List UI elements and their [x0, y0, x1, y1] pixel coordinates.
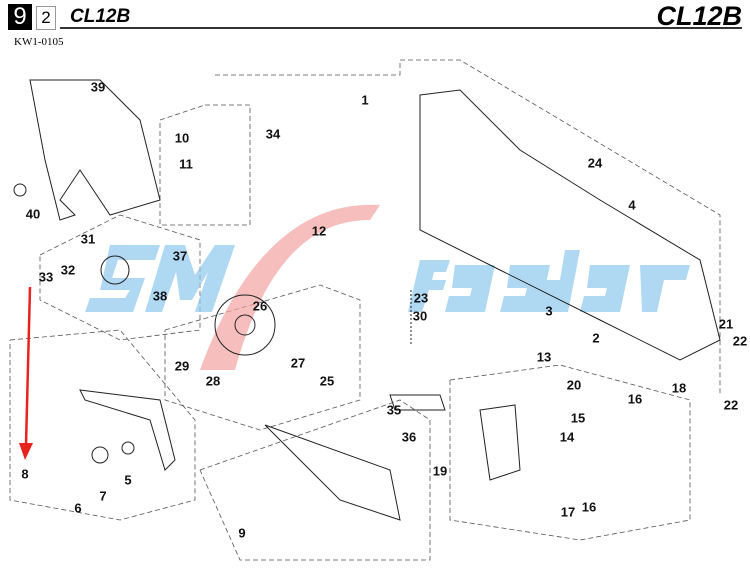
callout-part-34[interactable]: 34 — [265, 126, 281, 142]
part-40-pin — [13, 183, 27, 197]
callout-part-2[interactable]: 2 — [592, 330, 600, 346]
callout-part-21[interactable]: 21 — [718, 316, 734, 332]
callout-part-40[interactable]: 40 — [25, 206, 41, 222]
callout-part-10[interactable]: 10 — [174, 130, 190, 146]
header-rule — [60, 27, 742, 29]
part-39-arm — [29, 79, 161, 221]
callout-part-29[interactable]: 29 — [174, 358, 190, 374]
callout-part-16[interactable]: 16 — [581, 499, 597, 515]
callout-part-32[interactable]: 32 — [60, 262, 76, 278]
callout-part-25[interactable]: 25 — [319, 373, 335, 389]
callout-part-15[interactable]: 15 — [570, 410, 586, 426]
part-1-frame — [419, 89, 721, 361]
callout-part-1[interactable]: 1 — [361, 92, 369, 108]
sub-page-number: 2 — [36, 6, 56, 30]
callout-part-7[interactable]: 7 — [99, 488, 107, 504]
callout-part-38[interactable]: 38 — [152, 288, 168, 304]
callout-part-33[interactable]: 33 — [38, 269, 54, 285]
part-31-gear — [100, 255, 130, 285]
callout-part-19[interactable]: 19 — [432, 463, 448, 479]
part-35-bracket — [389, 394, 446, 411]
watermark-logo-shapes — [85, 245, 690, 312]
callout-part-8[interactable]: 8 — [21, 466, 29, 482]
callout-part-37[interactable]: 37 — [172, 248, 188, 264]
callout-part-22[interactable]: 22 — [732, 333, 748, 349]
callout-part-6[interactable]: 6 — [74, 500, 82, 516]
callout-part-5[interactable]: 5 — [124, 472, 132, 488]
page-number: 9 — [8, 4, 32, 30]
callout-part-11[interactable]: 11 — [179, 156, 193, 172]
watermark-swoosh — [200, 204, 380, 370]
part-5-washer — [121, 441, 135, 455]
callout-part-16[interactable]: 16 — [627, 391, 643, 407]
part-14-plate — [479, 404, 521, 481]
callout-part-31[interactable]: 31 — [80, 231, 96, 247]
doc-code: KW1-0105 — [14, 36, 64, 48]
part-8-lever — [79, 389, 176, 471]
model-title-right: CL12B — [656, 1, 742, 31]
part-9-lever — [264, 424, 401, 521]
callout-part-39[interactable]: 39 — [90, 79, 106, 95]
callout-part-30[interactable]: 30 — [412, 308, 428, 324]
callout-part-23[interactable]: 23 — [413, 290, 429, 306]
assembly-boundaries — [9, 59, 721, 561]
callout-part-14[interactable]: 14 — [559, 429, 575, 445]
callout-part-35[interactable]: 35 — [386, 402, 402, 418]
callout-part-22[interactable]: 22 — [723, 397, 739, 413]
callout-part-4[interactable]: 4 — [628, 197, 636, 213]
callout-part-27[interactable]: 27 — [290, 355, 306, 371]
callout-part-3[interactable]: 3 — [545, 303, 553, 319]
callout-part-28[interactable]: 28 — [205, 373, 221, 389]
callout-part-9[interactable]: 9 — [238, 525, 246, 541]
part-7-bushing — [91, 446, 109, 464]
callout-part-20[interactable]: 20 — [566, 377, 582, 393]
callout-part-26[interactable]: 26 — [252, 298, 268, 314]
callout-part-17[interactable]: 17 — [560, 504, 576, 520]
callout-part-36[interactable]: 36 — [401, 429, 417, 445]
callout-part-12[interactable]: 12 — [311, 223, 327, 239]
watermark — [85, 204, 690, 370]
guide-arrow — [19, 286, 33, 460]
part-26-hub — [234, 314, 256, 336]
part-26-gear — [214, 294, 276, 356]
callout-part-24[interactable]: 24 — [587, 155, 603, 171]
parts-outlines — [13, 79, 721, 521]
callout-part-18[interactable]: 18 — [671, 380, 687, 396]
model-title-left: CL12B — [70, 6, 131, 27]
callout-part-13[interactable]: 13 — [536, 349, 552, 365]
